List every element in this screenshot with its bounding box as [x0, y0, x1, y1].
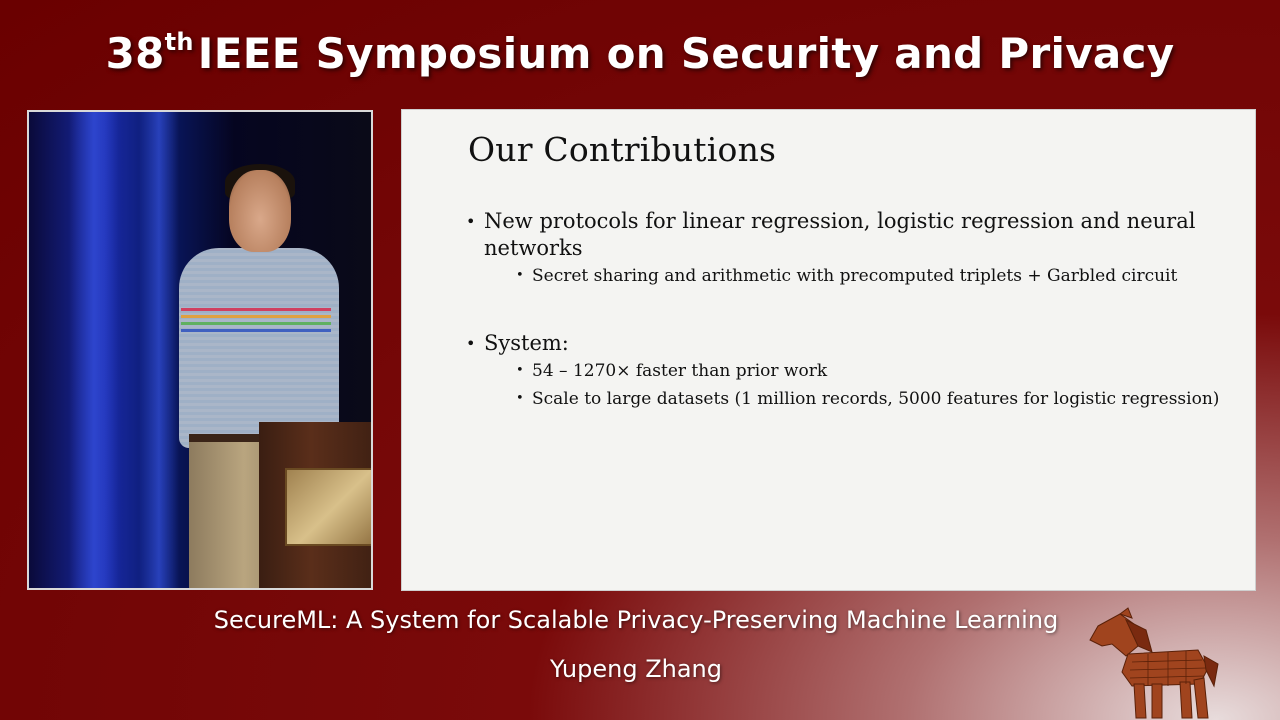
speaker-name: Yupeng Zhang [550, 655, 722, 683]
shirt-stripe [181, 322, 331, 325]
bullet-item: New protocols for linear regression, log… [466, 208, 1246, 262]
trojan-horse-logo [1089, 607, 1219, 719]
speaker-video [27, 110, 373, 590]
shirt-stripe [181, 315, 331, 318]
presentation-slide: Our Contributions New protocols for line… [401, 109, 1256, 591]
conference-ordinal: th [164, 28, 194, 56]
slide-bullets: New protocols for linear regression, log… [466, 208, 1246, 413]
slide-title: Our Contributions [468, 130, 777, 169]
curtain-highlight [69, 112, 119, 588]
sub-bullet-item: 54 – 1270× faster than prior work [516, 357, 1246, 385]
sub-bullet-item: Scale to large datasets (1 million recor… [516, 385, 1246, 413]
talk-title: SecureML: A System for Scalable Privacy-… [213, 606, 1059, 634]
speaker-head [229, 170, 291, 252]
conference-header: 38thIEEE Symposium on Security and Priva… [0, 28, 1280, 98]
shirt-stripe [181, 329, 331, 332]
conference-name: IEEE Symposium on Security and Privacy [197, 29, 1175, 78]
podium-plaque [285, 468, 371, 546]
shirt-stripe [181, 308, 331, 311]
sub-bullet-item: Secret sharing and arithmetic with preco… [516, 262, 1246, 290]
speaker-shirt [179, 248, 339, 448]
conference-number: 38 [105, 29, 165, 78]
curtain-highlight [139, 112, 179, 588]
bullet-item: System: [466, 330, 1246, 357]
